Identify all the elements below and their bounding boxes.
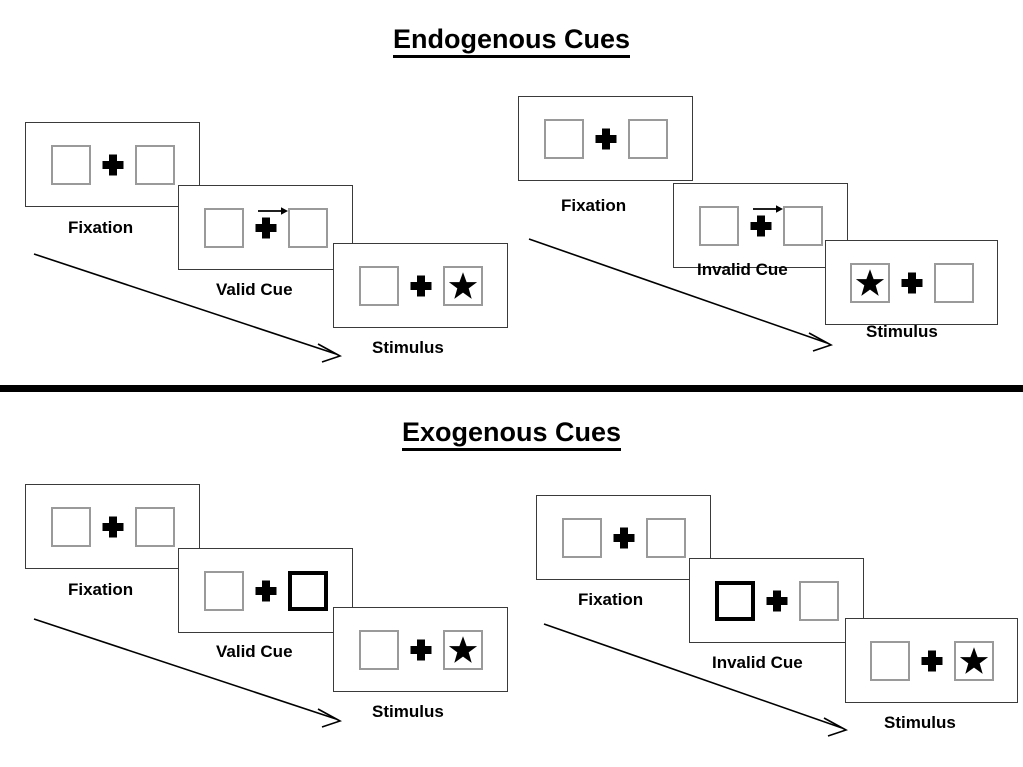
left-box — [869, 640, 910, 681]
section-title-exogenous: Exogenous Cues — [0, 417, 1023, 451]
right-box — [442, 265, 483, 306]
section-title-endogenous: Endogenous Cues — [0, 24, 1023, 58]
section-divider — [0, 385, 1023, 392]
right-box — [627, 118, 668, 159]
fixation-cross-icon — [399, 630, 443, 670]
label-endogenous-invalid-fixation: Fixation — [561, 196, 627, 215]
fixation-cross-icon — [91, 145, 135, 185]
panel-endogenous-valid-cue — [178, 185, 353, 270]
star-stimulus-icon — [448, 271, 477, 299]
label-exogenous-invalid-fixation: Fixation — [578, 590, 644, 609]
label-endogenous-valid-stimulus: Stimulus — [372, 338, 444, 357]
star-stimulus-icon — [448, 635, 477, 663]
left-box — [50, 144, 91, 185]
right-box-cued — [287, 570, 328, 611]
label-exogenous-valid-stimulus: Stimulus — [372, 702, 444, 721]
panel-endogenous-valid-stimulus — [333, 243, 508, 328]
label-exogenous-invalid-cue: Invalid Cue — [712, 653, 803, 672]
fixation-cross-icon — [91, 507, 135, 547]
right-box — [782, 205, 823, 246]
star-stimulus-icon — [855, 268, 884, 296]
label-endogenous-invalid-stimulus: Stimulus — [866, 322, 938, 341]
star-stimulus-icon — [959, 646, 988, 674]
fixation-cross-icon — [584, 119, 628, 159]
arrow-right-cue-icon — [752, 204, 783, 213]
right-box — [134, 506, 175, 547]
panel-exogenous-invalid-fixation — [536, 495, 711, 580]
panel-endogenous-invalid-stimulus — [825, 240, 998, 325]
fixation-cross-icon — [890, 263, 934, 303]
fixation-cross-icon — [739, 204, 783, 246]
left-box — [203, 570, 244, 611]
panel-exogenous-invalid-cue — [689, 558, 864, 643]
section-title-endogenous-text: Endogenous Cues — [392, 24, 630, 58]
right-box — [798, 580, 839, 621]
panel-exogenous-invalid-stimulus — [845, 618, 1018, 703]
fixation-cross-icon — [602, 518, 646, 558]
arrow-right-cue-icon — [257, 206, 288, 215]
right-box — [287, 207, 328, 248]
label-endogenous-valid-fixation: Fixation — [68, 218, 134, 237]
left-box — [561, 517, 602, 558]
label-endogenous-valid-cue: Valid Cue — [216, 280, 293, 299]
panel-endogenous-invalid-fixation — [518, 96, 693, 181]
left-box — [698, 205, 739, 246]
left-box — [203, 207, 244, 248]
fixation-cross-icon — [755, 581, 799, 621]
section-title-exogenous-text: Exogenous Cues — [401, 417, 622, 451]
fixation-cross-icon — [244, 206, 288, 248]
left-box — [358, 629, 399, 670]
label-exogenous-valid-fixation: Fixation — [68, 580, 134, 599]
panel-endogenous-valid-fixation — [25, 122, 200, 207]
left-box-cued — [714, 580, 755, 621]
panel-exogenous-valid-stimulus — [333, 607, 508, 692]
panel-endogenous-invalid-cue — [673, 183, 848, 268]
right-box — [933, 262, 974, 303]
label-endogenous-invalid-cue: Invalid Cue — [697, 260, 788, 279]
panel-exogenous-valid-fixation — [25, 484, 200, 569]
right-box — [645, 517, 686, 558]
panel-exogenous-valid-cue — [178, 548, 353, 633]
fixation-cross-icon — [399, 266, 443, 306]
label-exogenous-valid-cue: Valid Cue — [216, 642, 293, 661]
right-box — [953, 640, 994, 681]
right-box — [442, 629, 483, 670]
left-box — [50, 506, 91, 547]
right-box — [134, 144, 175, 185]
fixation-cross-icon — [910, 641, 954, 681]
label-exogenous-invalid-stimulus: Stimulus — [884, 713, 956, 732]
left-box — [358, 265, 399, 306]
left-box — [543, 118, 584, 159]
fixation-cross-icon — [244, 571, 288, 611]
left-box — [849, 262, 890, 303]
